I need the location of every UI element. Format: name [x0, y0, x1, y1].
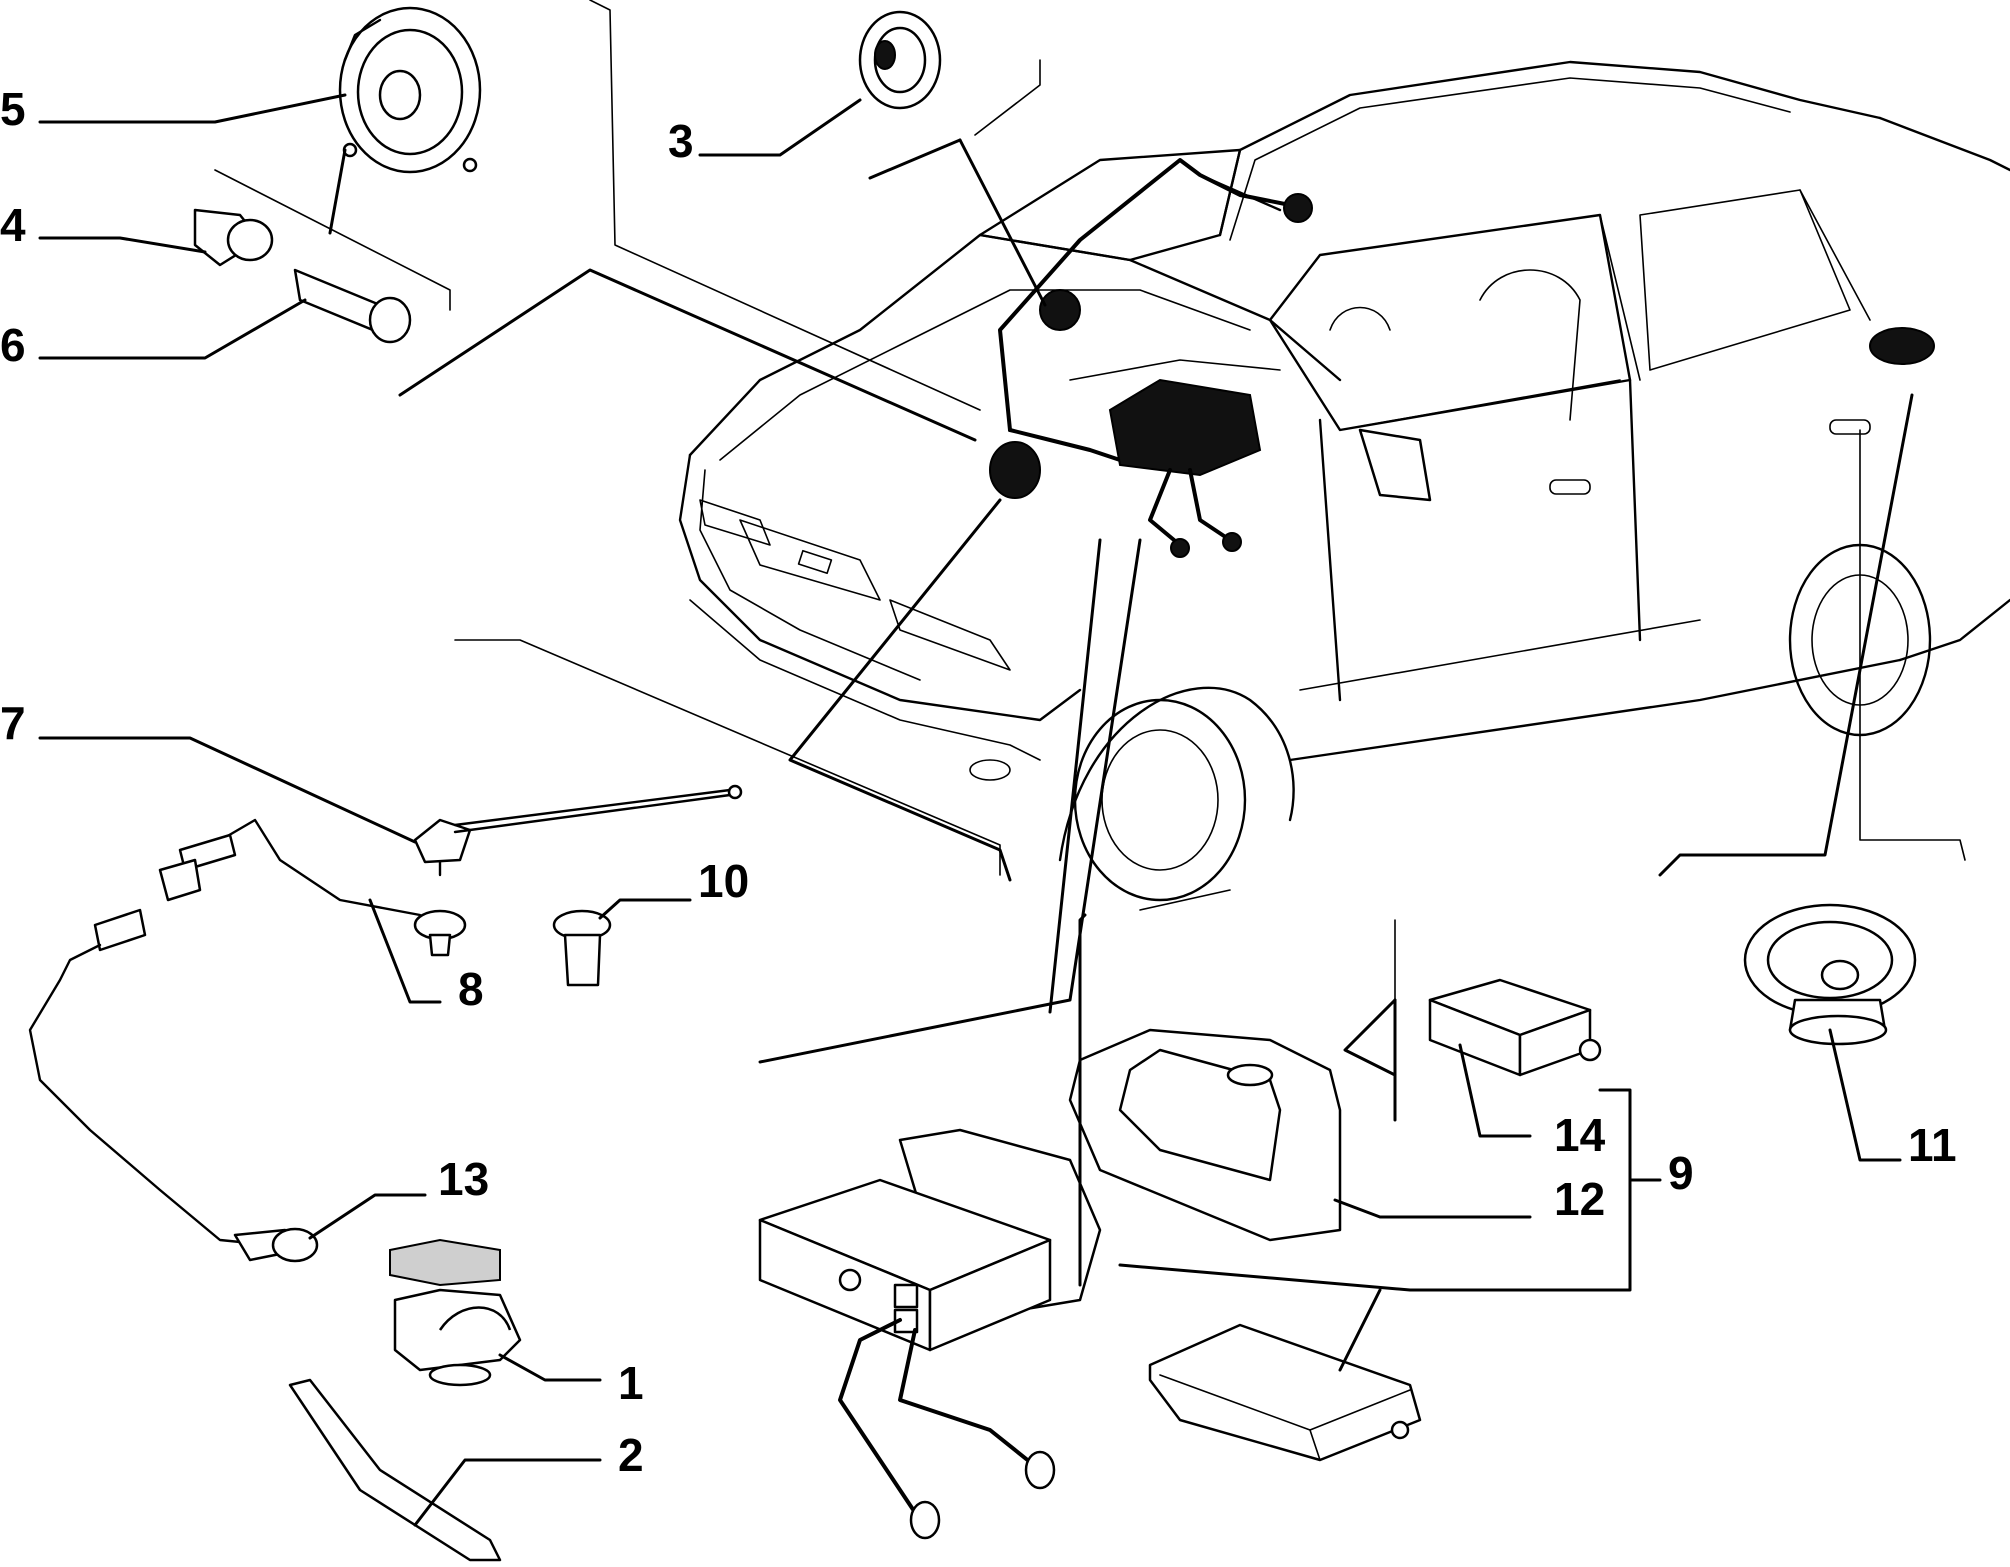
part-12-bezel [1068, 1028, 1342, 1242]
part-1-clip [389, 1238, 522, 1387]
part-8-cable [158, 818, 467, 957]
callout-9: 9 [1668, 1147, 1694, 1199]
car-outline [678, 60, 2010, 902]
part-4-connector [193, 208, 274, 267]
projection-lines [214, 0, 1966, 1001]
leader-lines [38, 93, 1914, 1527]
part-6-bolt [293, 268, 412, 344]
wiring-harness [989, 158, 1935, 558]
part-5-speaker [338, 6, 482, 174]
part-13-cable [28, 908, 319, 1263]
callout-8: 8 [458, 963, 484, 1015]
part-10-grommet [552, 909, 612, 987]
callout-7: 7 [0, 697, 26, 749]
part-3-tweeter [858, 10, 942, 110]
callout-12: 12 [1554, 1173, 1606, 1225]
callout-11: 11 [1908, 1119, 1957, 1171]
callout-1: 1 [618, 1357, 644, 1409]
callout-6: 6 [0, 319, 26, 371]
part-7-antenna [413, 784, 743, 877]
callout-14: 14 [1554, 1109, 1606, 1161]
callout-5: 5 [0, 83, 26, 135]
callout-2: 2 [618, 1429, 644, 1481]
part-9-sleeve [1148, 1323, 1422, 1462]
callout-4: 4 [0, 199, 26, 251]
callout-13: 13 [438, 1153, 490, 1205]
part-14-module [1428, 978, 1602, 1077]
part-9-radio [758, 1128, 1102, 1540]
callout-3: 3 [668, 115, 694, 167]
part-2-tie [288, 1378, 502, 1562]
part-11-speaker [1743, 903, 1917, 1046]
callout-10: 10 [698, 855, 750, 907]
